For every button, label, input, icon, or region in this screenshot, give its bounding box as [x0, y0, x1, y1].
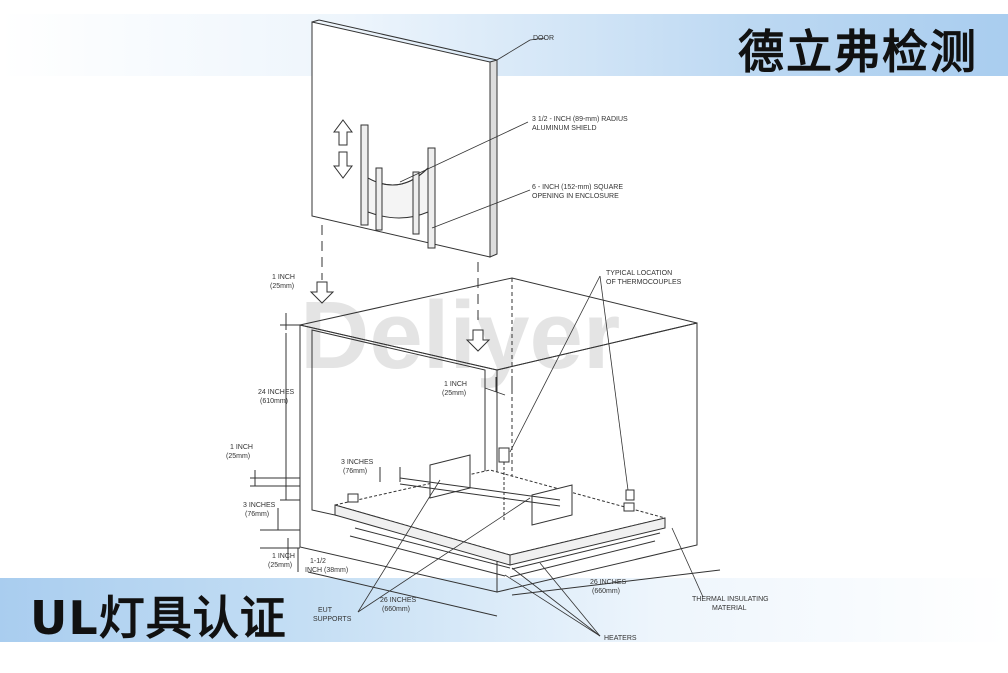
- label-width-front-2: (660mm): [382, 606, 410, 613]
- label-insulating-2: MATERIAL: [712, 605, 747, 612]
- label-thermo-1: TYPICAL LOCATION: [606, 270, 672, 277]
- label-three-in-inner-1: 3 INCHES: [341, 459, 374, 466]
- label-shield-1: 3 1/2 - INCH (89-mm) RADIUS: [532, 116, 628, 123]
- top-banner: [0, 14, 1008, 76]
- drop-arrow-icon: [309, 281, 491, 352]
- label-heaters: HEATERS: [604, 635, 637, 642]
- label-one-inch-bottom-1: 1 INCH: [272, 553, 295, 560]
- label-one-half-2: INCH (38mm): [305, 567, 348, 574]
- label-thermo-2: OF THERMOCOUPLES: [606, 279, 682, 286]
- label-three-in-left-2: (76mm): [245, 511, 269, 518]
- door-drop-guides: [321, 225, 479, 325]
- label-one-inch-bottom-2: (25mm): [268, 562, 292, 569]
- label-height-1: 24 INCHES: [258, 389, 295, 396]
- label-eut-1: EUT: [318, 607, 333, 614]
- label-door: DOOR: [533, 35, 554, 42]
- label-width-side-1: 26 INCHES: [590, 579, 627, 586]
- label-width-side-2: (660mm): [592, 588, 620, 595]
- thermocouple-probes: [498, 447, 635, 520]
- aluminum-shield: [360, 124, 436, 249]
- label-one-half-1: 1-1/2: [310, 558, 326, 565]
- door-panel: [311, 19, 498, 258]
- eut-support-bracket: [347, 454, 635, 526]
- diagram-labels: DOOR 3 1/2 - INCH (89-mm) RADIUS ALUMINU…: [226, 35, 769, 642]
- watermark-text: Deliyer: [300, 282, 620, 389]
- label-three-in-left-1: 3 INCHES: [243, 502, 276, 509]
- label-three-in-inner-2: (76mm): [343, 468, 367, 475]
- label-one-inch-top-2: (25mm): [270, 283, 294, 290]
- label-opening-2: OPENING IN ENCLOSURE: [532, 193, 619, 200]
- leader-lines: [357, 37, 704, 637]
- eut-platform: [334, 469, 666, 566]
- label-width-front-1: 26 INCHES: [380, 597, 417, 604]
- label-height-2: (610mm): [260, 398, 288, 405]
- bottom-banner: [0, 578, 1008, 642]
- brand-title-top: 德立弗检测: [738, 25, 978, 79]
- label-opening-1: 6 - INCH (152-mm) SQUARE: [532, 184, 623, 191]
- up-arrow-icon: [333, 119, 353, 146]
- label-one-inch-left-2: (25mm): [226, 453, 250, 460]
- label-one-inch-inner-1: 1 INCH: [444, 381, 467, 388]
- label-shield-2: ALUMINUM SHIELD: [532, 125, 597, 132]
- dimension-lines: [250, 313, 721, 617]
- label-one-inch-left-1: 1 INCH: [230, 444, 253, 451]
- label-one-inch-top-1: 1 INCH: [272, 274, 295, 281]
- label-insulating-1: THERMAL INSULATING: [692, 596, 769, 603]
- brand-title-bottom: UL灯具认证: [30, 591, 287, 645]
- down-arrow-icon: [333, 151, 353, 179]
- label-one-inch-inner-2: (25mm): [442, 390, 466, 397]
- label-eut-2: SUPPORTS: [313, 616, 352, 623]
- heater-elements: [349, 527, 661, 578]
